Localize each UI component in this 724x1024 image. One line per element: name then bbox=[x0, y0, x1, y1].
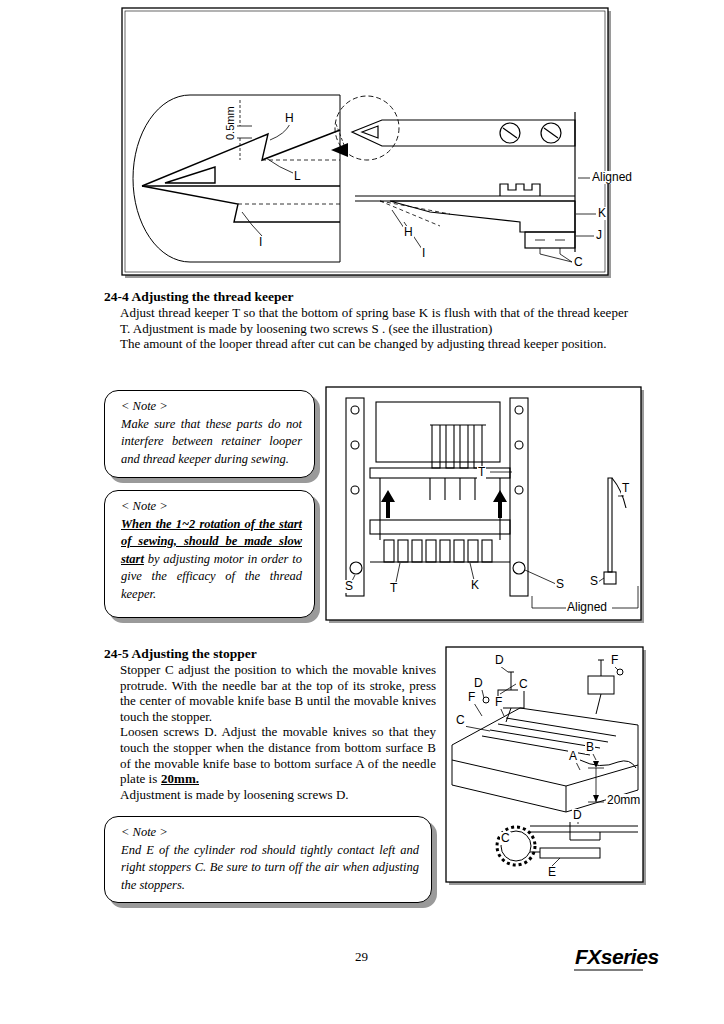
leader-lines bbox=[352, 472, 638, 608]
paragraph: Stopper C adjust the position to which t… bbox=[120, 662, 436, 724]
callout-letter: D bbox=[473, 677, 484, 690]
note-heading: < Note > bbox=[121, 825, 168, 839]
leader-lines bbox=[242, 124, 293, 236]
page-number: 29 bbox=[354, 950, 369, 963]
callout-letter: C bbox=[518, 678, 529, 691]
section-heading: 24-5 Adjusting the stopper bbox=[103, 646, 258, 662]
callout-letter: F bbox=[467, 691, 476, 704]
callout-letter: T bbox=[621, 482, 630, 495]
callout-letter: C bbox=[455, 714, 466, 727]
callout-letter: H bbox=[403, 226, 414, 239]
note-heading: < Note > bbox=[121, 399, 168, 413]
body-text: Adjustment is made by loosening screws D… bbox=[120, 787, 349, 802]
note-text: Make sure that these parts do not interf… bbox=[121, 417, 302, 466]
callout-letter: F bbox=[494, 696, 503, 709]
callout-letter: S bbox=[344, 580, 354, 593]
body-text: Adjust thread keeper T so that the botto… bbox=[120, 305, 628, 336]
paragraph: Adjustment is made by loosening screws D… bbox=[120, 787, 436, 803]
note-box: < Note > When the 1~2 rotation of the sta… bbox=[104, 490, 315, 618]
body-text: Stopper C adjust the position to which t… bbox=[120, 662, 436, 724]
callout-letter: I bbox=[258, 236, 263, 249]
section-heading: 24-4 Adjusting the thread keeper bbox=[103, 289, 295, 305]
paragraph: Adjust thread keeper T so that the botto… bbox=[120, 305, 628, 336]
callout-letter: S bbox=[555, 578, 565, 591]
body-text: The amount of the looper thread after cu… bbox=[120, 336, 607, 351]
note-heading: < Note > bbox=[121, 398, 302, 416]
note-text: End E of the cylinder rod should tightly… bbox=[121, 843, 419, 892]
callout-letter: H bbox=[284, 112, 295, 125]
note-box: < Note > End E of the cylinder rod should… bbox=[104, 816, 432, 903]
callout-letter: I bbox=[421, 247, 426, 260]
alignment-note: Aligned bbox=[566, 601, 608, 614]
callout-letter: K bbox=[470, 579, 480, 592]
detail-pointer bbox=[331, 143, 348, 157]
body-text: 20mm. bbox=[161, 771, 199, 786]
thread-keeper-front-view bbox=[346, 398, 528, 596]
knife-zoom bbox=[142, 130, 340, 222]
callout-letter: C bbox=[500, 832, 511, 845]
callout-letter: D bbox=[572, 809, 583, 822]
callout-letter: L bbox=[293, 170, 302, 183]
note-heading: < Note > bbox=[121, 824, 419, 842]
series-logo: FXseries bbox=[574, 945, 660, 969]
callout-letter: D bbox=[494, 654, 505, 667]
figure-frame bbox=[326, 387, 641, 620]
alignment-note: Aligned bbox=[591, 171, 633, 184]
figure-frame bbox=[446, 647, 643, 882]
figure-frame bbox=[122, 8, 608, 275]
callout-letter: T bbox=[477, 466, 486, 479]
dimension-20mm bbox=[588, 768, 604, 802]
note-heading: < Note > bbox=[121, 498, 302, 516]
note-text: by adjusting motor in order to give the … bbox=[121, 552, 302, 601]
note-heading: < Note > bbox=[121, 499, 168, 513]
callout-letter: B bbox=[585, 741, 595, 754]
callout-letter: T bbox=[389, 582, 398, 595]
note-body: End E of the cylinder rod should tightly… bbox=[121, 842, 419, 895]
paragraph: The amount of the looper thread after cu… bbox=[120, 336, 628, 352]
body-text-block: Stopper C adjust the position to which t… bbox=[120, 662, 436, 802]
stopper-assembly bbox=[452, 660, 638, 812]
dimension-label: 20mm bbox=[606, 794, 641, 807]
brand-rule bbox=[574, 969, 643, 970]
callout-letter: A bbox=[568, 750, 578, 763]
figure-frame-inner bbox=[125, 11, 605, 272]
callout-letter: C bbox=[573, 256, 584, 269]
body-text-block: Adjust thread keeper T so that the botto… bbox=[120, 305, 628, 352]
callout-letter: E bbox=[547, 866, 557, 879]
note-body: Make sure that these parts do not interf… bbox=[121, 416, 302, 469]
callout-letter: K bbox=[597, 207, 607, 220]
leader-lines bbox=[392, 178, 596, 249]
dimension-label: 0.5mm bbox=[224, 105, 237, 141]
note-box: < Note > Make sure that these parts do no… bbox=[104, 390, 315, 478]
paragraph: Loosen screws D. Adjust the movable kniv… bbox=[120, 724, 436, 786]
callout-letter: F bbox=[610, 654, 619, 667]
note-body: When the 1~2 rotation of the start of se… bbox=[121, 516, 302, 604]
leader-lines bbox=[464, 666, 618, 866]
callout-letter: S bbox=[589, 575, 599, 588]
zoom-outline bbox=[133, 95, 340, 262]
callout-letter: J bbox=[595, 229, 603, 242]
up-arrows bbox=[381, 490, 507, 518]
stopper-detail bbox=[497, 822, 638, 865]
knife-assembly bbox=[352, 112, 575, 262]
